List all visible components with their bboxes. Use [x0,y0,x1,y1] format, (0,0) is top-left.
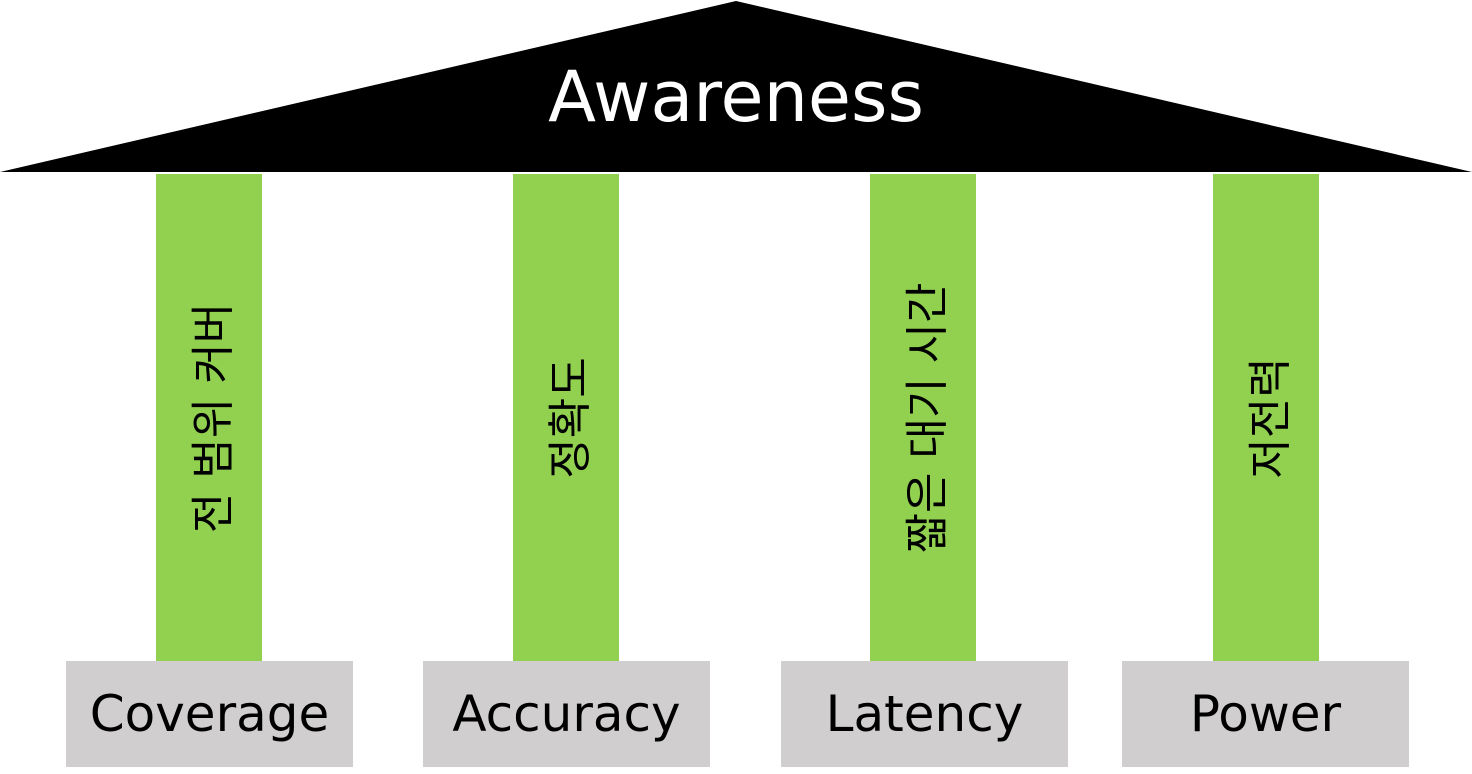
pillar-label-latency: 짧은 대기 시간 [902,282,953,553]
pillar-coverage: 전 범위 커버 [156,174,262,661]
base-accuracy: Accuracy [423,661,710,767]
roof-title: Awareness [548,56,924,138]
roof-shape [0,1,1472,172]
base-coverage: Coverage [66,661,353,767]
pillar-label-coverage: 전 범위 커버 [188,302,239,533]
pillar-accuracy: 정확도 [513,174,619,661]
base-latency: Latency [781,661,1068,767]
pillar-latency: 짧은 대기 시간 [870,174,976,661]
base-power: Power [1122,661,1409,767]
pillar-label-accuracy: 정확도 [545,356,596,479]
pillar-label-power: 저전력 [1245,356,1296,479]
pillar-power: 저전력 [1213,174,1319,661]
roof [0,1,1472,172]
